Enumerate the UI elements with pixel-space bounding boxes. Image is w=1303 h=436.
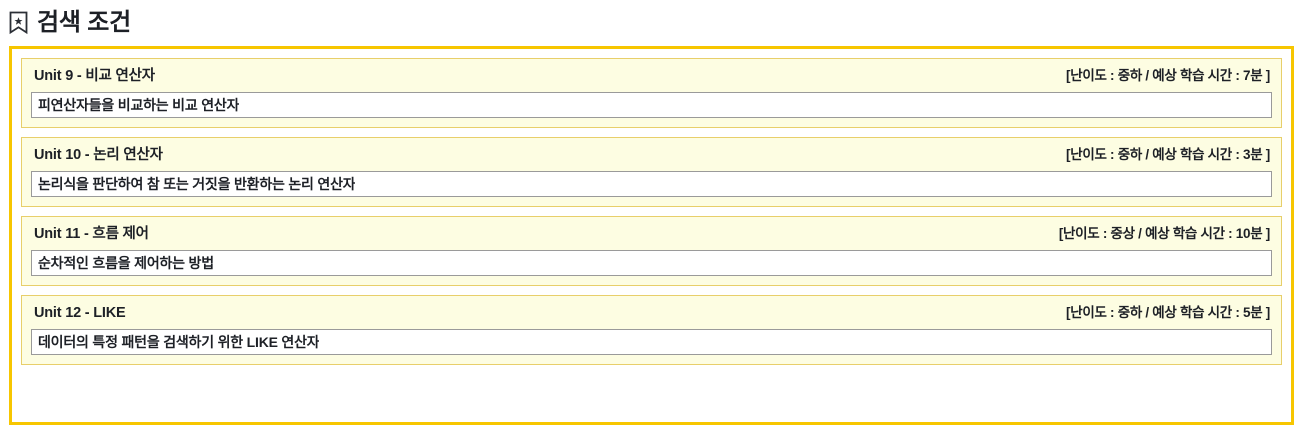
unit-title: Unit 11 - 흐름 제어 [34,226,149,242]
unit-meta-badge: [난이도 : 중하 / 예상 학습 시간 : 3분 ] [1066,147,1270,162]
unit-title: Unit 12 - LIKE [34,305,126,321]
unit-description-field[interactable]: 피연산자들을 비교하는 비교 연산자 [31,92,1272,118]
unit-card[interactable]: Unit 10 - 논리 연산자 [난이도 : 중하 / 예상 학습 시간 : … [21,137,1282,207]
search-criteria-panel: Unit 9 - 비교 연산자 [난이도 : 중하 / 예상 학습 시간 : 7… [9,46,1294,425]
unit-card[interactable]: Unit 12 - LIKE [난이도 : 중하 / 예상 학습 시간 : 5분… [21,295,1282,365]
bookmark-star-icon [9,11,28,35]
unit-description-text: 피연산자들을 비교하는 비교 연산자 [38,97,240,113]
unit-meta-badge: [난이도 : 중상 / 예상 학습 시간 : 10분 ] [1058,226,1270,241]
unit-meta-badge: [난이도 : 중하 / 예상 학습 시간 : 5분 ] [1066,305,1270,320]
unit-meta-badge: [난이도 : 중하 / 예상 학습 시간 : 7분 ] [1066,68,1270,83]
unit-description-field[interactable]: 데이터의 특정 패턴을 검색하기 위한 LIKE 연산자 [31,329,1272,355]
unit-description-field[interactable]: 논리식을 판단하여 참 또는 거짓을 반환하는 논리 연산자 [31,171,1272,197]
unit-card[interactable]: Unit 11 - 흐름 제어 [난이도 : 중상 / 예상 학습 시간 : 1… [21,216,1282,286]
unit-card-header: Unit 10 - 논리 연산자 [난이도 : 중하 / 예상 학습 시간 : … [31,146,1272,164]
page-heading: 검색 조건 [0,0,1303,36]
unit-description-text: 데이터의 특정 패턴을 검색하기 위한 LIKE 연산자 [38,334,320,350]
unit-card-header: Unit 11 - 흐름 제어 [난이도 : 중상 / 예상 학습 시간 : 1… [31,225,1272,243]
unit-description-text: 순차적인 흐름을 제어하는 방법 [38,255,214,271]
unit-card-header: Unit 12 - LIKE [난이도 : 중하 / 예상 학습 시간 : 5분… [31,304,1272,322]
unit-description-text: 논리식을 판단하여 참 또는 거짓을 반환하는 논리 연산자 [38,176,356,192]
unit-title: Unit 10 - 논리 연산자 [34,147,163,163]
page-title: 검색 조건 [37,8,131,36]
unit-card-header: Unit 9 - 비교 연산자 [난이도 : 중하 / 예상 학습 시간 : 7… [31,67,1272,85]
unit-description-field[interactable]: 순차적인 흐름을 제어하는 방법 [31,250,1272,276]
unit-title: Unit 9 - 비교 연산자 [34,68,155,84]
unit-card[interactable]: Unit 9 - 비교 연산자 [난이도 : 중하 / 예상 학습 시간 : 7… [21,58,1282,128]
